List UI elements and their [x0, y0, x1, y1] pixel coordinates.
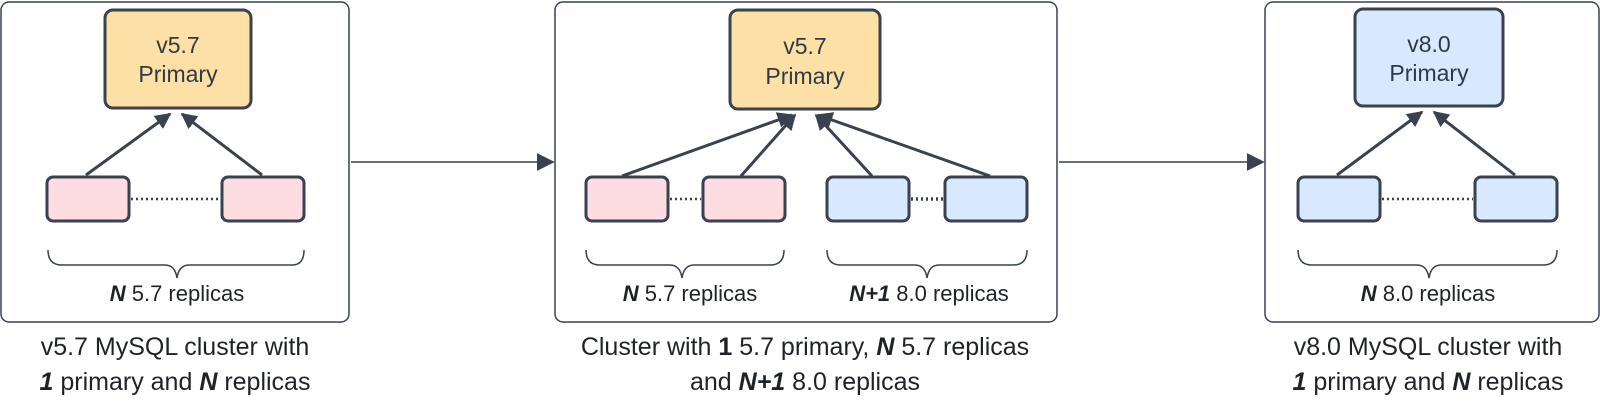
caption-part: N — [199, 368, 218, 396]
replica-node — [1296, 175, 1382, 223]
replica-node — [1473, 175, 1559, 223]
panel-v80-cluster: v8.0 Primary N 8.0 replicas — [1264, 1, 1600, 323]
replication-arrow — [621, 112, 794, 178]
brace-var: N+1 — [849, 281, 890, 306]
caption-part: primary and — [53, 368, 199, 396]
panel-frame — [1264, 1, 1600, 323]
caption-part: primary and — [1306, 368, 1452, 396]
caption-line-2: and N+1 8.0 replicas — [690, 368, 920, 396]
panel-v57-cluster: v5.7 Primary N 5.7 replicas — [0, 1, 350, 323]
primary-node — [103, 8, 253, 110]
primary-version: v5.7 — [783, 33, 826, 59]
brace-var: N — [1361, 281, 1378, 306]
replication-arrow — [1336, 110, 1424, 177]
panel-frame — [554, 1, 1058, 323]
replica-node — [825, 175, 911, 223]
panel-frame — [0, 1, 350, 323]
caption-part: 5.7 replicas — [894, 333, 1029, 361]
replica-brace — [1297, 249, 1558, 279]
caption-part: 1 — [1293, 368, 1307, 396]
brace-label: N 8.0 replicas — [1361, 281, 1496, 306]
caption-part: Cluster with — [581, 333, 719, 361]
replica-brace — [47, 249, 305, 279]
primary-version: v8.0 — [1407, 31, 1450, 57]
caption-part: replicas — [217, 368, 310, 396]
brace-text: 5.7 replicas — [639, 281, 758, 306]
brace-var: N — [623, 281, 640, 306]
brace-text: 5.7 replicas — [126, 281, 245, 306]
caption-line-1: Cluster with 1 5.7 primary, N 5.7 replic… — [581, 333, 1029, 361]
replica-brace — [585, 249, 785, 279]
brace-text: 8.0 replicas — [890, 281, 1009, 306]
replica-node — [943, 175, 1029, 223]
brace-label: N 5.7 replicas — [110, 281, 245, 306]
replication-arrow — [816, 112, 991, 178]
caption-part: 8.0 replicas — [785, 368, 920, 396]
caption-part: N — [1452, 368, 1471, 396]
primary-role: Primary — [765, 63, 845, 89]
brace-text: 8.0 replicas — [1377, 281, 1496, 306]
replica-brace — [826, 249, 1028, 279]
replication-arrow — [1432, 110, 1516, 177]
primary-node — [728, 8, 882, 111]
primary-role: Primary — [1389, 60, 1469, 86]
brace-var: N — [110, 281, 127, 306]
caption-part: 1 — [40, 368, 54, 396]
caption-part: and — [690, 368, 739, 396]
caption-part: N — [876, 333, 895, 361]
replication-arrow — [85, 112, 172, 177]
brace-label: N+1 8.0 replicas — [849, 281, 1009, 306]
replica-node — [701, 175, 787, 223]
replication-arrow — [739, 113, 797, 177]
primary-role: Primary — [138, 61, 218, 87]
replication-arrow — [180, 112, 263, 177]
caption-line-2: 1 primary and N replicas — [1293, 368, 1564, 396]
panel-mixed-cluster: v5.7 Primary N 5.7 replicas N+1 8.0 repl… — [554, 1, 1058, 323]
primary-version: v5.7 — [156, 32, 199, 58]
caption-line-2: 1 primary and N replicas — [40, 368, 311, 396]
caption-part: replicas — [1470, 368, 1563, 396]
brace-label: N 5.7 replicas — [623, 281, 758, 306]
caption-line-1: v5.7 MySQL cluster with — [41, 333, 310, 361]
replica-node — [584, 175, 670, 223]
replica-node — [220, 175, 306, 223]
primary-node — [1353, 7, 1505, 108]
caption-part: 1 — [718, 333, 732, 361]
replica-node — [45, 175, 131, 223]
caption-part: 5.7 primary, — [732, 333, 876, 361]
caption-part: N+1 — [739, 368, 786, 396]
caption-line-1: v8.0 MySQL cluster with — [1294, 333, 1563, 361]
